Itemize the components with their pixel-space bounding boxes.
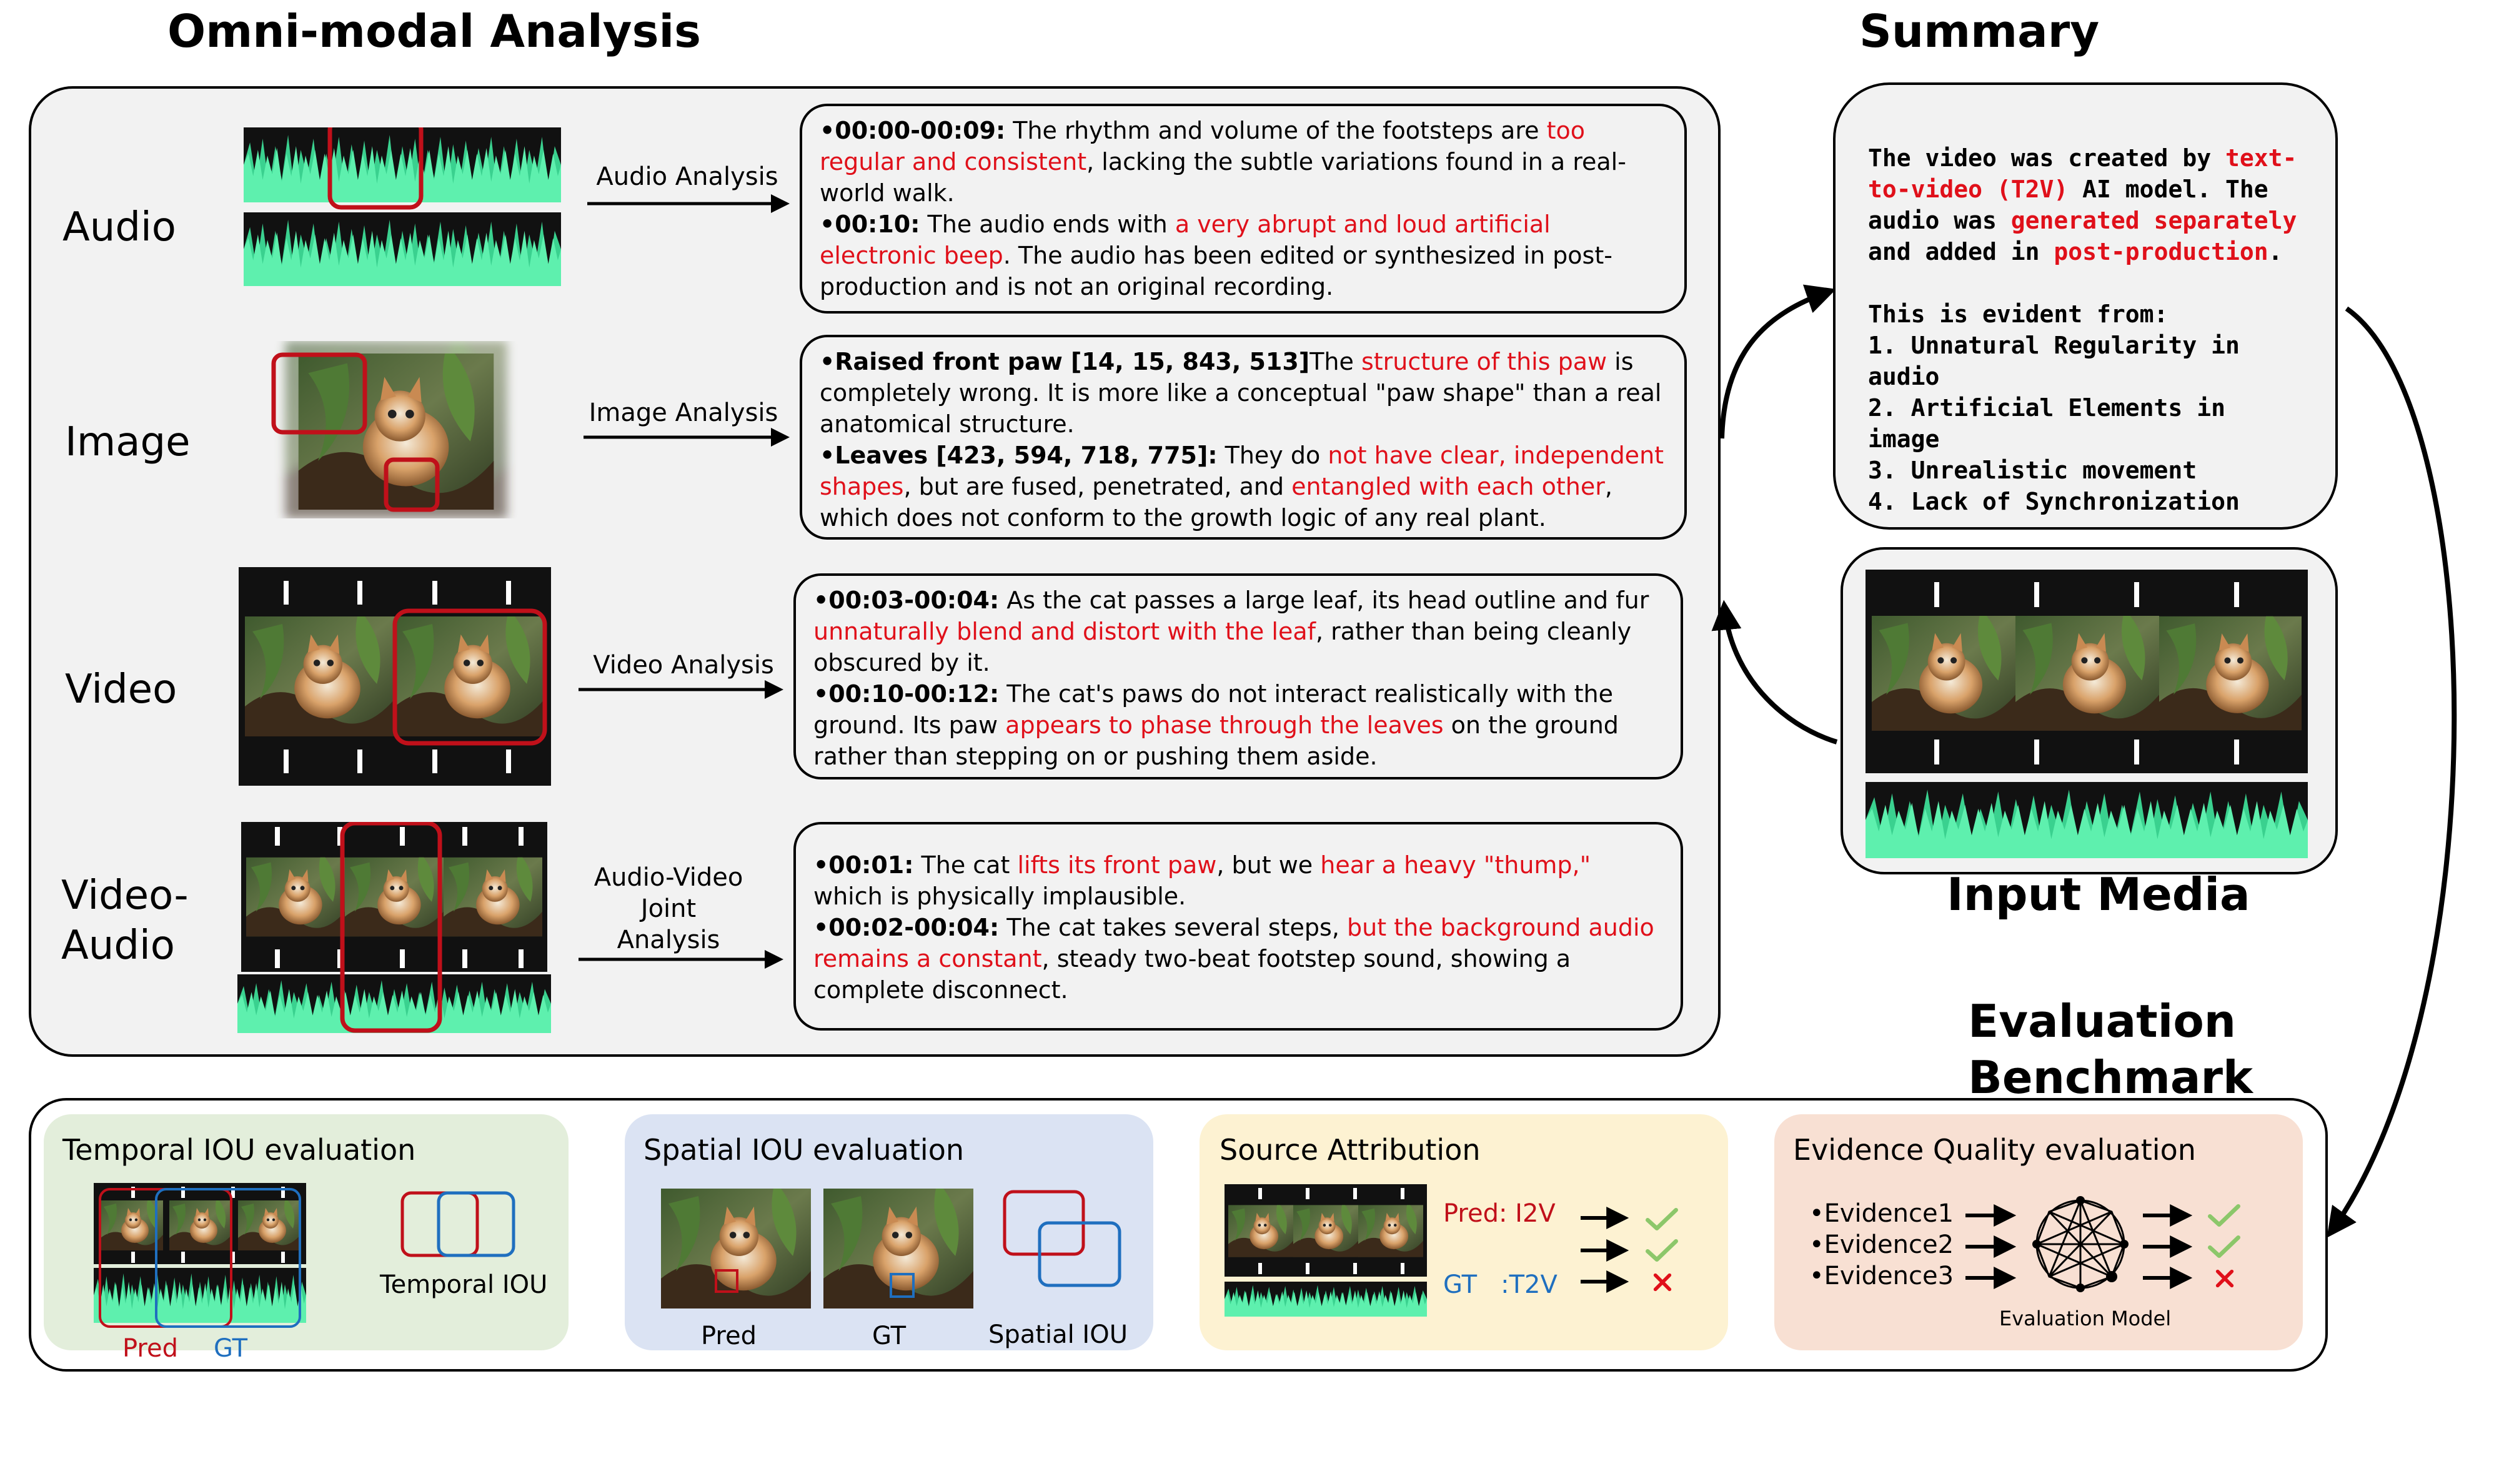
evidence-quality-title: Evidence Quality evaluation — [1793, 1133, 2196, 1167]
summary-panel — [1833, 82, 2338, 530]
row-label-video-audio: Video- Audio — [61, 873, 189, 969]
temporal-iou-icon — [400, 1190, 519, 1259]
temporal-gt-label: GT — [214, 1334, 248, 1363]
evaluation-heading: Evaluation Benchmark — [1968, 995, 2253, 1104]
temporal-iou-graphic — [94, 1183, 312, 1329]
cross-icon — [2218, 1272, 2232, 1286]
summary-item: 3. Unrealistic movement — [1868, 457, 2197, 484]
check-icon — [1647, 1210, 1676, 1228]
summary-item: 1. Unnatural Regularity in audio — [1868, 332, 2240, 390]
arrow-label-audio: Audio Analysis — [596, 162, 778, 191]
cat-image — [250, 341, 542, 518]
source-attribution-title: Source Attribution — [1220, 1133, 1481, 1167]
highlight-box — [340, 821, 442, 1033]
spatial-gt-label: GT — [872, 1322, 907, 1350]
check-icon — [1647, 1241, 1676, 1259]
spatial-iou-title: Spatial IOU evaluation — [643, 1133, 965, 1167]
temporal-iou-title: Temporal IOU evaluation — [62, 1133, 416, 1167]
text-paragraph: •00:00-00:09: The rhythm and volume of t… — [820, 117, 1626, 207]
spatial-gt-image — [823, 1179, 973, 1318]
input-media-filmstrip — [1866, 570, 2308, 858]
arrow-label-image: Image Analysis — [589, 398, 778, 427]
cross-icon — [1656, 1275, 1670, 1290]
source-filmstrip — [1225, 1184, 1427, 1317]
text-paragraph: •00:10-00:12: The cat's paws do not inte… — [813, 680, 1619, 770]
summary-heading: Summary — [1859, 5, 2100, 57]
highlight-box — [384, 457, 440, 512]
spatial-pred-image — [661, 1179, 811, 1318]
arrow-label-video-audio: Audio-Video Joint Analysis — [594, 863, 743, 954]
row-label-video: Video — [65, 666, 177, 713]
highlight-box — [271, 352, 367, 435]
video-filmstrip — [239, 567, 551, 786]
text-paragraph: The video was created by text-to-video (… — [1868, 144, 2297, 265]
summary-item: 4. Lack of Synchronization — [1868, 488, 2240, 515]
text-paragraph: •00:02-00:04: The cat takes several step… — [813, 914, 1654, 1004]
evidence-item: •Evidence2 — [1809, 1230, 1954, 1259]
check-icon — [2210, 1206, 2238, 1224]
spatial-iou-icon — [1002, 1189, 1127, 1289]
evidence-graph — [1965, 1196, 2299, 1292]
temporal-iou-label: Temporal IOU — [380, 1270, 548, 1299]
evidence-item: •Evidence1 — [1809, 1199, 1954, 1228]
spatial-iou-label: Spatial IOU — [988, 1320, 1128, 1349]
arrow-label-video: Video Analysis — [593, 651, 774, 680]
summary-statement: The video was created by text-to-video (… — [1868, 142, 2305, 267]
text-paragraph: •00:10: The audio ends with a very abrup… — [820, 210, 1612, 300]
summary-item: 2. Artificial Elements in image — [1868, 394, 2225, 453]
evidence-item: •Evidence3 — [1809, 1262, 1954, 1290]
source-result-arrows — [1581, 1207, 1699, 1293]
text-paragraph: •Raised front paw [14, 15, 843, 513]The … — [820, 348, 1662, 438]
highlight-box — [392, 608, 547, 746]
check-icon — [2210, 1237, 2238, 1255]
spatial-pred-label: Pred — [701, 1322, 757, 1350]
video-audio-filmstrip — [237, 821, 551, 1034]
text-paragraph: •00:03-00:04: As the cat passes a large … — [813, 586, 1649, 676]
analysis-text-video-audio: •00:01: The cat lifts its front paw, but… — [793, 822, 1683, 1031]
source-gt-label: GT :T2V — [1443, 1270, 1558, 1299]
source-pred-label: Pred: I2V — [1443, 1199, 1556, 1228]
analysis-text-image: •Raised front paw [14, 15, 843, 513]The … — [800, 335, 1687, 540]
evaluation-model-label: Evaluation Model — [1999, 1307, 2172, 1330]
temporal-pred-label: Pred — [122, 1334, 178, 1363]
text-paragraph: •00:01: The cat lifts its front paw, but… — [813, 851, 1591, 910]
summary-text: The video was created by text-to-video (… — [1868, 142, 2305, 517]
input-media-heading: Input Media — [1947, 868, 2250, 921]
analysis-text-video: •00:03-00:04: As the cat passes a large … — [793, 573, 1683, 779]
summary-evident: This is evident from: — [1868, 300, 2169, 328]
text-paragraph: •Leaves [423, 594, 718, 775]: They do no… — [820, 442, 1664, 532]
row-label-audio: Audio — [62, 204, 176, 250]
analysis-heading: Omni-modal Analysis — [167, 5, 701, 57]
row-label-image: Image — [65, 419, 191, 465]
analysis-text-audio: •00:00-00:09: The rhythm and volume of t… — [800, 104, 1687, 314]
